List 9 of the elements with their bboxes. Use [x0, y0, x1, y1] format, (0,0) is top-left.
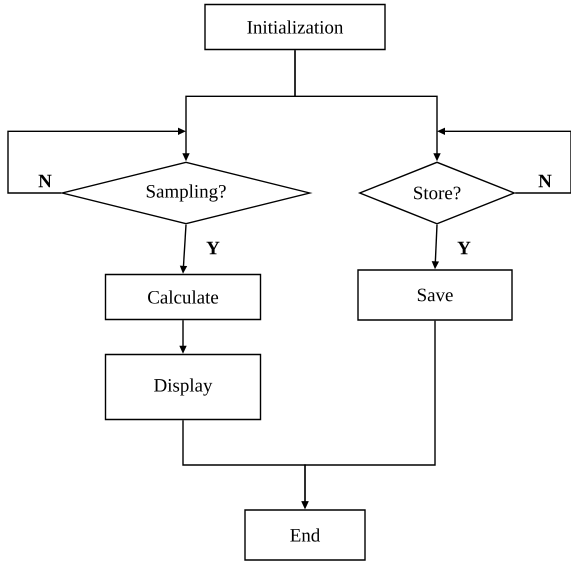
process-box: Save — [357, 269, 513, 321]
process-box: Display — [104, 354, 262, 420]
process-box: Initialization — [204, 4, 386, 50]
process-box: Calculate — [104, 274, 262, 320]
edge-label: N — [37, 174, 53, 188]
edge-label: Y — [456, 240, 472, 256]
process-box: End — [244, 509, 366, 561]
edge-label: Y — [205, 240, 221, 256]
edge-label: N — [537, 174, 553, 188]
